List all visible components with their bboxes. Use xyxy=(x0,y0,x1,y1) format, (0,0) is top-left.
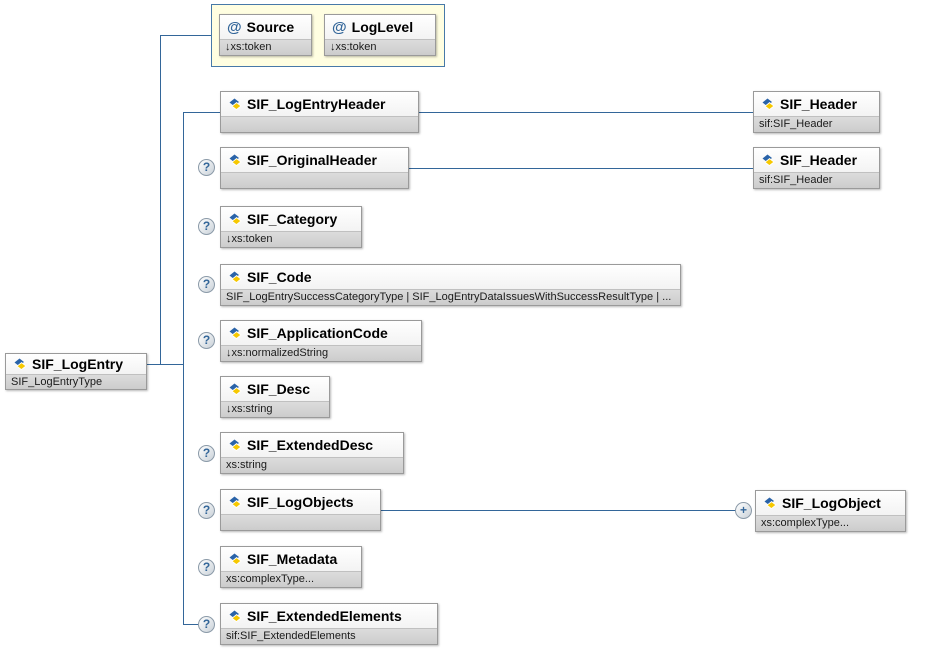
node-title: SIF_OriginalHeader xyxy=(247,152,377,168)
node-subtitle: ↓xs:normalizedString xyxy=(221,345,421,361)
element-icon xyxy=(228,154,242,166)
optional-indicator: ? xyxy=(198,218,215,235)
node-subtitle: SIF_LogEntryType xyxy=(6,374,146,389)
element-icon xyxy=(761,98,775,110)
node-sif-extendedelements[interactable]: SIF_ExtendedElements sif:SIF_ExtendedEle… xyxy=(220,603,438,645)
expand-indicator[interactable]: + xyxy=(735,502,752,519)
element-icon xyxy=(228,98,242,110)
element-icon xyxy=(763,497,777,509)
node-subtitle: sif:SIF_ExtendedElements xyxy=(221,628,437,644)
node-title: SIF_LogEntryHeader xyxy=(247,96,386,112)
node-subtitle xyxy=(221,514,380,530)
node-title: SIF_Desc xyxy=(247,381,311,397)
connector-logentryheader-header xyxy=(417,112,753,113)
node-title: Source xyxy=(246,19,295,35)
connector-attr-horizontal xyxy=(160,35,212,36)
element-icon xyxy=(228,327,242,339)
connector-children-spine xyxy=(183,112,184,625)
node-title: SIF_ApplicationCode xyxy=(247,325,388,341)
node-sif-originalheader[interactable]: SIF_OriginalHeader xyxy=(220,147,409,189)
optional-indicator: ? xyxy=(198,616,215,633)
node-sif-logentryheader[interactable]: SIF_LogEntryHeader xyxy=(220,91,419,133)
node-sif-category[interactable]: SIF_Category ↓xs:token xyxy=(220,206,362,248)
node-title: SIF_ExtendedElements xyxy=(247,608,402,624)
node-subtitle: xs:complexType... xyxy=(221,571,361,587)
node-title: SIF_Header xyxy=(780,152,858,168)
node-title: SIF_Header xyxy=(780,96,858,112)
node-title: SIF_LogEntry xyxy=(32,356,124,372)
node-subtitle: ↓xs:token xyxy=(221,231,361,247)
node-sif-code[interactable]: SIF_Code SIF_LogEntrySuccessCategoryType… xyxy=(220,264,681,306)
optional-indicator: ? xyxy=(198,502,215,519)
node-sif-extendeddesc[interactable]: SIF_ExtendedDesc xs:string xyxy=(220,432,404,474)
node-sif-header-2[interactable]: SIF_Header sif:SIF_Header xyxy=(753,147,880,189)
element-icon xyxy=(228,383,242,395)
node-sif-metadata[interactable]: SIF_Metadata xs:complexType... xyxy=(220,546,362,588)
node-title: SIF_Category xyxy=(247,211,338,227)
node-sif-logobject[interactable]: SIF_LogObject xs:complexType... xyxy=(755,490,906,532)
node-title: SIF_Metadata xyxy=(247,551,338,567)
connector-spine-top-elbow xyxy=(183,112,220,113)
node-title: SIF_LogObject xyxy=(782,495,881,511)
attribute-source[interactable]: @Source ↓xs:token xyxy=(219,14,312,56)
node-subtitle: xs:complexType... xyxy=(756,515,905,531)
attribute-icon: @ xyxy=(227,18,242,36)
node-subtitle xyxy=(221,172,408,188)
node-title: SIF_LogObjects xyxy=(247,494,354,510)
node-sif-applicationcode[interactable]: SIF_ApplicationCode ↓xs:normalizedString xyxy=(220,320,422,362)
node-title: LogLevel xyxy=(351,19,414,35)
attribute-icon: @ xyxy=(332,18,347,36)
connector-originalheader-header xyxy=(407,168,753,169)
element-icon xyxy=(228,439,242,451)
optional-indicator: ? xyxy=(198,559,215,576)
node-sif-desc[interactable]: SIF_Desc ↓xs:string xyxy=(220,376,330,418)
attribute-loglevel[interactable]: @LogLevel ↓xs:token xyxy=(324,14,436,56)
connector-attr-vertical xyxy=(160,36,161,365)
node-sif-logentry[interactable]: SIF_LogEntry SIF_LogEntryType xyxy=(5,353,147,390)
element-icon xyxy=(228,271,242,283)
node-subtitle: ↓xs:token xyxy=(220,39,311,55)
node-sif-logobjects[interactable]: SIF_LogObjects xyxy=(220,489,381,531)
node-sif-header-1[interactable]: SIF_Header sif:SIF_Header xyxy=(753,91,880,133)
connector-root-to-spine xyxy=(146,364,184,365)
element-icon xyxy=(228,213,242,225)
optional-indicator: ? xyxy=(198,332,215,349)
node-title: SIF_Code xyxy=(247,269,312,285)
element-icon xyxy=(228,610,242,622)
connector-spine-bottom-elbow xyxy=(183,624,200,625)
connector-logobjects-logobject xyxy=(379,510,736,511)
node-subtitle xyxy=(221,116,418,132)
node-subtitle: sif:SIF_Header xyxy=(754,172,879,188)
node-subtitle: sif:SIF_Header xyxy=(754,116,879,132)
element-icon xyxy=(228,553,242,565)
optional-indicator: ? xyxy=(198,159,215,176)
node-subtitle: SIF_LogEntrySuccessCategoryType | SIF_Lo… xyxy=(221,289,680,305)
optional-indicator: ? xyxy=(198,276,215,293)
node-subtitle: xs:string xyxy=(221,457,403,473)
optional-indicator: ? xyxy=(198,445,215,462)
element-icon xyxy=(761,154,775,166)
node-subtitle: ↓xs:token xyxy=(325,39,435,55)
element-icon xyxy=(13,358,27,370)
element-icon xyxy=(228,496,242,508)
node-subtitle: ↓xs:string xyxy=(221,401,329,417)
node-title: SIF_ExtendedDesc xyxy=(247,437,374,453)
